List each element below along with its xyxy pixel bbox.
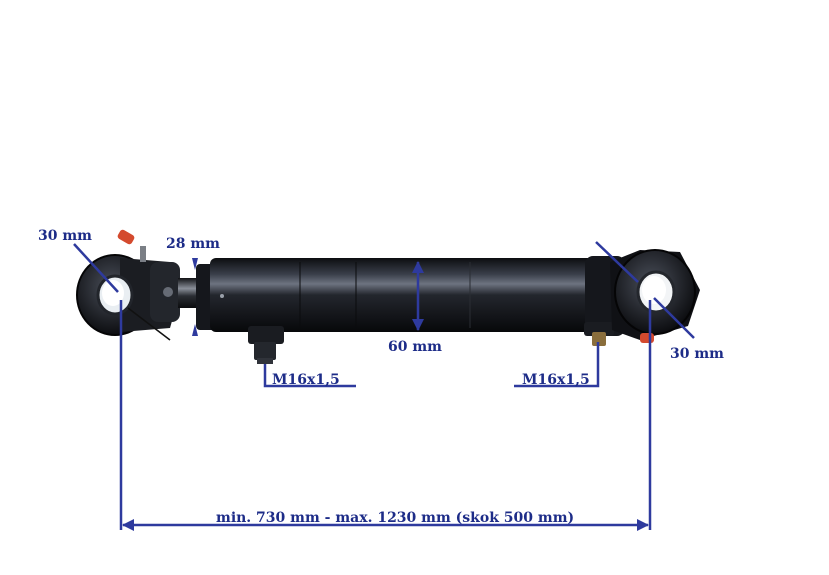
label-eye-left-diameter: 30 mm [38,228,92,244]
label-eye-right-diameter: 30 mm [670,346,724,362]
label-port-right-thread: M16x1,5 [522,372,590,388]
eye-left-leader [73,243,119,293]
eye-left-leader-2 [127,307,171,341]
port-right [584,322,614,346]
port-left-leader [263,364,356,388]
label-length-range: min. 730 mm - max. 1230 mm (skok 500 mm) [216,510,574,526]
hydraulic-cylinder [76,229,700,364]
port-right-leader [514,342,600,388]
rod-arrow-bottom [192,324,198,336]
rod-eye-left [76,229,180,336]
dimension-lines [73,241,695,531]
eye-right-leader [595,241,639,283]
port-left [248,326,284,364]
eye-right-leader-2 [653,297,695,339]
cylinder-barrel [210,258,595,332]
label-barrel-diameter: 60 mm [388,339,442,355]
label-rod-diameter: 28 mm [166,236,220,252]
base-eye-right [610,249,700,343]
rod-arrow-top [192,258,198,270]
label-port-left-thread: M16x1,5 [272,372,340,388]
